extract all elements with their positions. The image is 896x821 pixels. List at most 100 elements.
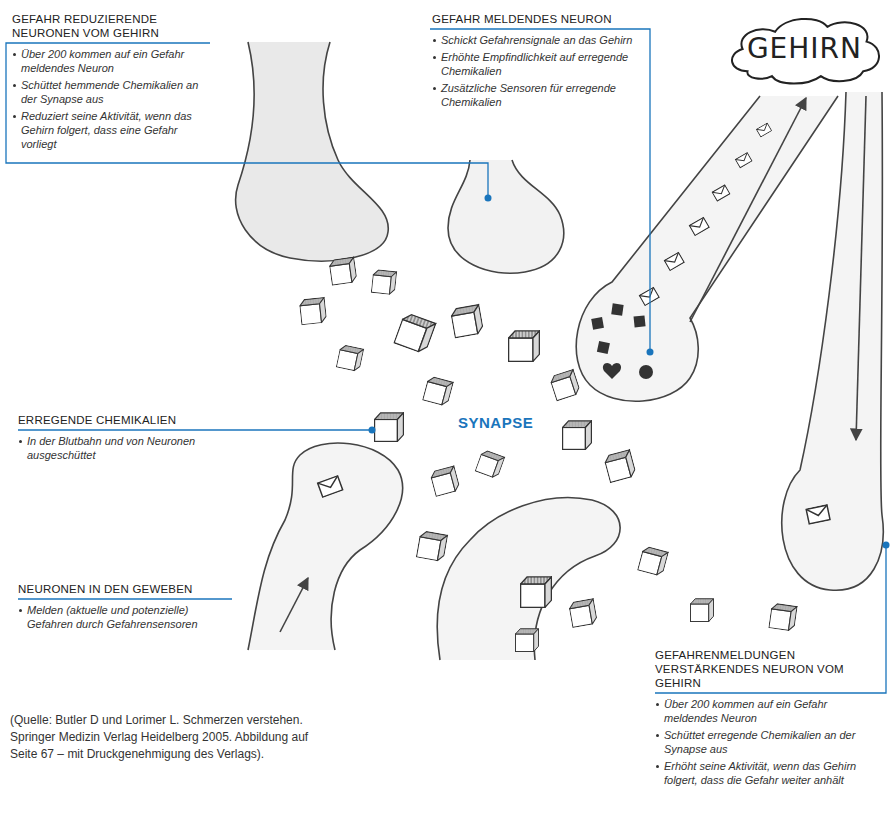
callout-text: Erhöht seine Aktivität, wenn das Gehirn …	[664, 759, 880, 787]
callout: NEURONEN IN DEN GEWEBEN Melden (aktuelle …	[18, 582, 218, 634]
node-label: GEHIRN	[747, 32, 862, 66]
callout-heading: ERREGENDE CHEMIKALIEN	[18, 413, 176, 427]
callout-text: Schüttet hemmende Chemikalien an der Syn…	[21, 78, 212, 106]
signal-envelope	[639, 287, 659, 305]
leader-line	[18, 598, 232, 599]
callout: ERREGENDE CHEMIKALIEN In der Blutbahn und…	[18, 413, 233, 465]
chemical-cube	[515, 629, 538, 652]
signal-envelope	[712, 185, 730, 201]
bullet-dot	[19, 440, 22, 443]
signal-envelope	[318, 476, 343, 497]
bullet-dot	[656, 734, 659, 737]
callout: GEFAHR MELDENDES NEURON Schickt Gefahrens…	[432, 12, 637, 112]
callout-text: Über 200 kommen auf ein Gefahr meldendes…	[21, 47, 212, 75]
cloud-shape	[732, 19, 879, 84]
callout-text: Zusätzliche Sensoren für erregende Chemi…	[441, 81, 637, 109]
bullet-row: Zusätzliche Sensoren für erregende Chemi…	[432, 81, 637, 109]
tissue-neuron	[248, 443, 403, 650]
chemical-cube	[475, 449, 504, 478]
chemical-cube	[416, 531, 447, 562]
chemical-cube	[423, 376, 454, 406]
chemical-cube	[549, 370, 580, 401]
bullet-dot	[656, 703, 659, 706]
callout-text: Erhöhte Empfindlichkeit auf erregende Ch…	[441, 50, 637, 78]
bullet-row: Erhöhte Empfindlichkeit auf erregende Ch…	[432, 50, 637, 78]
leader-dot	[485, 195, 492, 202]
callout-text: Schüttet erregende Chemikalien an der Sy…	[664, 728, 880, 756]
chemical-cube	[329, 257, 357, 285]
callout: GEFAHRENMELDUNGEN VERSTÄRKENDES NEURON V…	[655, 648, 880, 790]
signal-arrow	[280, 578, 308, 632]
chemical-cube	[430, 466, 461, 496]
signal-envelope	[689, 217, 709, 235]
bullet-dot	[433, 39, 436, 42]
chemical-cube	[521, 577, 552, 607]
bullet-row: Über 200 kommen auf ein Gefahr meldendes…	[12, 47, 212, 75]
leader-line	[430, 29, 650, 352]
callout-text: Über 200 kommen auf ein Gefahr meldendes…	[664, 697, 880, 725]
signal-envelope	[806, 505, 830, 524]
heart-symbol	[603, 363, 621, 379]
danger-neuron	[576, 96, 838, 401]
chemical-cube	[569, 599, 598, 628]
callout: GEFAHR REDUZIERENDE NEURONEN VOM GEHIRN Ü…	[12, 12, 212, 154]
bullet-row: Schüttet hemmende Chemikalien an der Syn…	[12, 78, 212, 106]
bullet-row: Melden (aktuelle und potenzielle) Gefahr…	[18, 603, 218, 631]
bullet-row: Schickt Gefahrensignale an das Gehirn	[432, 33, 637, 47]
chemical-cube	[299, 298, 326, 325]
callout-text: Reduziert seine Aktivität, wenn das Gehi…	[21, 109, 212, 151]
source-caption: (Quelle: Butler D und Lorimer L. Schmerz…	[10, 712, 310, 763]
callout-heading: NEURONEN IN DEN GEWEBEN	[18, 582, 193, 596]
receptor-circle	[639, 365, 653, 379]
signal-envelope	[756, 123, 771, 137]
leader-line	[18, 429, 372, 430]
signal-envelope	[664, 252, 684, 270]
receptor	[634, 315, 646, 327]
bullet-row: Schüttet erregende Chemikalien an der Sy…	[655, 728, 880, 756]
bullet-dot	[656, 765, 659, 768]
bullet-row: Über 200 kommen auf ein Gefahr meldendes…	[655, 697, 880, 725]
chemical-cube	[638, 546, 669, 576]
chemical-cube	[604, 450, 637, 483]
region-label: SYNAPSE	[458, 414, 533, 432]
callout-heading: GEFAHR MELDENDES NEURON	[432, 12, 612, 26]
bullet-row: Reduziert seine Aktivität, wenn das Gehi…	[12, 109, 212, 151]
bullet-dot	[13, 84, 16, 87]
bullet-dot	[13, 53, 16, 56]
callout-text: In der Blutbahn und von Neuronen ausgesc…	[27, 434, 233, 462]
chemical-cube	[769, 603, 797, 631]
bullet-dot	[19, 609, 22, 612]
amplifying-neuron	[782, 92, 883, 590]
chemical-cube	[509, 331, 540, 361]
callout-text: Schickt Gefahrensignale an das Gehirn	[441, 33, 637, 47]
chemical-cube	[394, 312, 436, 354]
receptor	[597, 341, 610, 354]
bullet-row: In der Blutbahn und von Neuronen ausgesc…	[18, 434, 233, 462]
brain-cloud: GEHIRN	[723, 12, 886, 86]
neuron-terminal	[437, 498, 620, 660]
leader-dot	[883, 542, 890, 549]
chemical-cube	[371, 270, 396, 295]
chemical-cube	[336, 345, 363, 372]
callout-heading: GEFAHRENMELDUNGEN VERSTÄRKENDES NEURON V…	[655, 648, 880, 690]
inhibitory-neuron	[236, 42, 389, 261]
chemical-cube	[450, 305, 483, 338]
neuron-terminal	[448, 160, 564, 273]
callout-text: Melden (aktuelle und potenzielle) Gefahr…	[27, 603, 218, 631]
chemical-cube	[690, 599, 713, 622]
leader-dot	[369, 427, 376, 434]
leader-line	[6, 43, 488, 198]
bullet-dot	[433, 87, 436, 90]
chemical-cube	[563, 421, 592, 450]
leader-dot	[647, 349, 654, 356]
signal-arrow	[690, 98, 806, 322]
bullet-row: Erhöht seine Aktivität, wenn das Gehirn …	[655, 759, 880, 787]
callout-heading: GEFAHR REDUZIERENDE NEURONEN VOM GEHIRN	[12, 12, 212, 40]
receptor	[591, 317, 604, 330]
leader-line	[655, 545, 886, 693]
chemical-cube	[375, 413, 404, 442]
signal-envelope	[735, 153, 752, 168]
